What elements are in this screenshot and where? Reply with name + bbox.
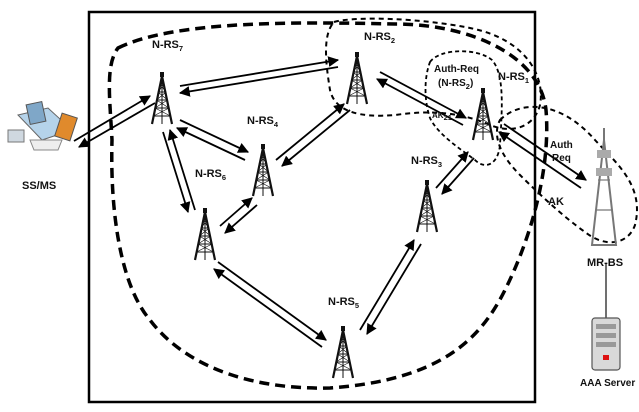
tower-icon-nrs2 bbox=[345, 50, 369, 106]
nrs6-label: N-RS6 bbox=[195, 168, 226, 182]
link-nrs3-nrs1-a bbox=[435, 151, 469, 189]
link-nrs2-nrs1-b bbox=[376, 78, 464, 126]
nrs4-label: N-RS4 bbox=[247, 115, 279, 129]
tower-icon-nrs5 bbox=[331, 324, 355, 380]
link-nrs7-nrs6-b bbox=[167, 128, 196, 211]
link-nrs6-nrs5-a bbox=[217, 261, 327, 341]
mr-bs-label: MR-BS bbox=[587, 257, 623, 269]
ak21-label: AK21 bbox=[432, 111, 452, 122]
link-nrs7-nrs4-a bbox=[179, 119, 249, 153]
ak-side-label: AK bbox=[548, 196, 564, 208]
link-nrs2-nrs1-a bbox=[379, 71, 467, 119]
network-cluster-boundary bbox=[107, 21, 549, 390]
nrs3-label: N-RS3 bbox=[411, 155, 442, 169]
mr-bs-tower-icon bbox=[590, 128, 618, 246]
link-ssms-nrs7-down bbox=[78, 102, 156, 148]
link-nrs6-nrs4-a bbox=[219, 197, 253, 227]
link-nrs3-nrs1-b bbox=[441, 157, 475, 195]
auth-req-label: Auth-Req bbox=[434, 64, 479, 75]
nrs7-label: N-RS7 bbox=[152, 39, 183, 53]
nrs2-label: N-RS2 bbox=[364, 31, 395, 45]
link-nrs6-nrs4-b bbox=[224, 204, 258, 234]
link-nrs7-nrs2-down bbox=[178, 66, 339, 97]
link-nrs1-mrbs-b bbox=[498, 131, 582, 189]
tower-icon-nrs6 bbox=[193, 206, 217, 262]
link-nrs1-mrbs-a bbox=[503, 123, 587, 181]
link-nrs7-nrs2-up bbox=[179, 56, 340, 87]
aaa-server-icon bbox=[591, 317, 621, 371]
link-nrs4-nrs2-b bbox=[281, 109, 351, 167]
tower-icon-nrs1 bbox=[471, 86, 495, 142]
auth-side-label: Auth bbox=[550, 140, 573, 151]
tower-icon-nrs7 bbox=[150, 70, 174, 126]
tower-icon-nrs4 bbox=[251, 142, 275, 198]
aaa-server-label: AAA Server bbox=[580, 378, 635, 389]
auth-req-node-label: (N-RS2) bbox=[438, 78, 473, 91]
link-nrs7-nrs6-a bbox=[162, 131, 191, 214]
link-arrows bbox=[73, 56, 587, 348]
ss-ms-device-icon bbox=[7, 100, 78, 151]
link-nrs4-nrs2-a bbox=[275, 103, 345, 161]
link-nrs6-nrs5-b bbox=[213, 268, 323, 348]
tower-icon-nrs3 bbox=[415, 178, 439, 234]
link-ssms-nrs7-up bbox=[73, 95, 151, 142]
relay-cluster-boundary bbox=[325, 17, 542, 130]
ss-ms-label: SS/MS bbox=[22, 180, 56, 192]
link-nrs5-nrs3-b bbox=[366, 243, 422, 335]
link-nrs7-nrs4-b bbox=[176, 127, 246, 161]
nrs5-label: N-RS5 bbox=[328, 296, 359, 310]
nrs1-label: N-RS1 bbox=[498, 71, 529, 85]
base-station-boundary bbox=[495, 105, 638, 244]
link-nrs5-nrs3-a bbox=[359, 239, 415, 331]
req-side-label: Req bbox=[552, 153, 571, 164]
auth-request-boundary bbox=[424, 50, 503, 166]
